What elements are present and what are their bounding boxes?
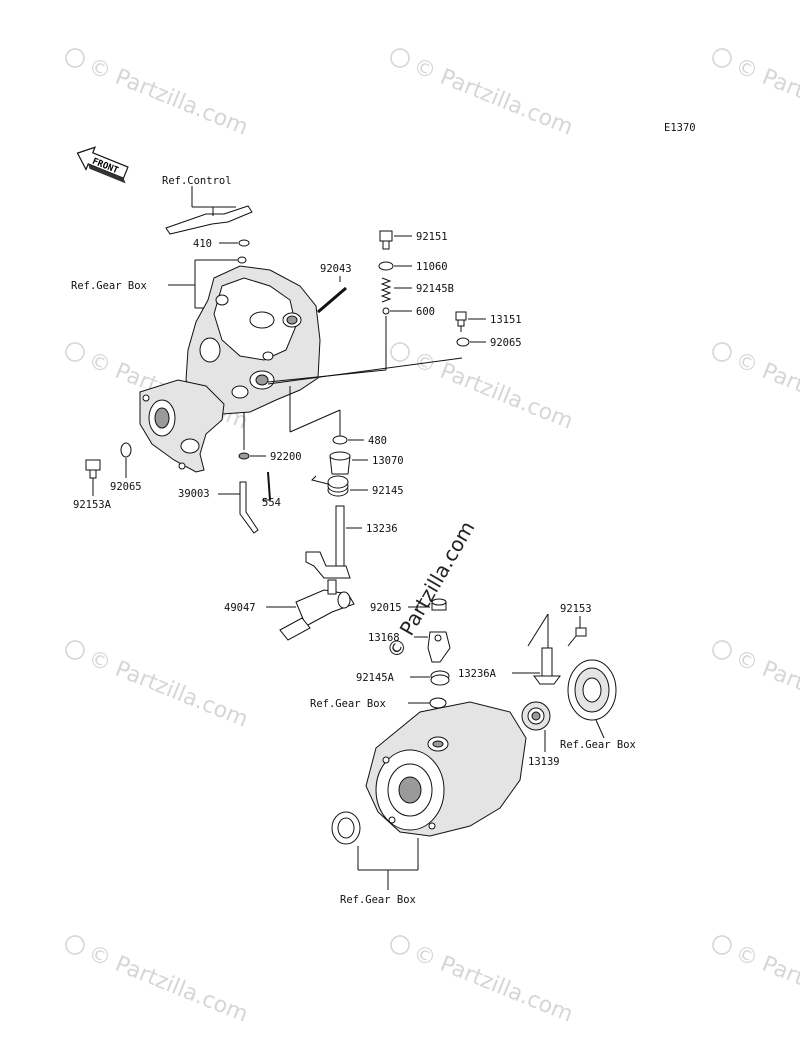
gear-case-upper [185,265,321,415]
label-92015: 92015 [370,602,402,614]
circlip-480 [332,435,348,445]
label-13236A: 13236A [458,668,497,680]
label-13070: 13070 [372,455,404,467]
label-13151: 13151 [490,314,522,326]
front-arrow-icon: FRONT [76,146,129,184]
label-13168: 13168 [368,632,400,644]
bearing-right [567,659,617,721]
switch-13151 [455,311,467,332]
svg-text:© Partzilla.com: © Partzilla.com [410,54,577,141]
watermark: © Partzilla.com [390,935,577,1028]
washer-92065-right [456,337,470,347]
gear-case-bottom [365,701,527,837]
gear-13139 [521,701,551,731]
watermark: © Partzilla.com [712,935,800,1028]
spring-92145A [430,670,450,686]
bolt-92153A [85,459,101,479]
label-49047: 49047 [224,602,256,614]
bolt-92153 [567,627,587,647]
label-ref-gear-box-mid: Ref.Gear Box [310,698,386,710]
label-13236: 13236 [366,523,398,535]
svg-text:© Partzilla.com: © Partzilla.com [410,348,577,435]
svg-text:© Partzilla.com: © Partzilla.com [85,646,252,733]
gear-case-lower [139,379,225,473]
svg-text:© Partzilla.com: © Partzilla.com [85,941,252,1028]
watermarks: © Partzilla.com © Partzilla.com © Partzi… [65,48,800,1028]
label-600: 600 [416,306,435,318]
watermark: © Partzilla.com [712,48,800,141]
ball-600 [382,307,390,315]
svg-text:© Partzilla.com: © Partzilla.com [732,941,800,1028]
label-92065-right: 92065 [490,337,522,349]
watermark: © Partzilla.com [712,342,800,435]
label-92151: 92151 [416,231,448,243]
label-11060: 11060 [416,261,448,273]
svg-text:© Partzilla.com: © Partzilla.com [85,54,252,141]
washer-92200 [238,452,250,460]
shaft-13236A [533,647,561,685]
label-554: 554 [262,497,281,509]
pin-92043 [317,286,347,314]
lever-13168 [427,631,451,663]
label-39003: 39003 [178,488,210,500]
label-ref-gear-box-right: Ref.Gear Box [560,739,636,751]
pin-554 [267,471,271,501]
watermark: © Partzilla.com [65,640,252,733]
label-13139: 13139 [528,756,560,768]
label-92200: 92200 [270,451,302,463]
label-ref-control: Ref.Control [162,175,232,187]
label-92145A: 92145A [356,672,395,684]
spring-92145B [380,277,392,303]
label-410: 410 [193,238,212,250]
gasket-11060 [378,261,394,271]
washer-410 [238,239,250,247]
svg-text:© Partzilla.com: © Partzilla.com [410,941,577,1028]
watermark: © Partzilla.com [65,935,252,1028]
diagram-code: E1370 [664,122,696,134]
label-ref-gear-box-left: Ref.Gear Box [71,280,147,292]
label-92145B: 92145B [416,283,454,295]
svg-text:© Partzilla.com: © Partzilla.com [732,348,800,435]
label-480: 480 [368,435,387,447]
svg-text:© Partzilla.com: © Partzilla.com [732,646,800,733]
watermark: © Partzilla.com [390,342,577,435]
shaft-13236 [305,505,351,579]
label-92153: 92153 [560,603,592,615]
label-92043: 92043 [320,263,352,275]
collar-13070 [329,451,351,475]
label-92145: 92145 [372,485,404,497]
control-bracket [165,186,253,235]
svg-text:© Partzilla.com: © Partzilla.com [732,54,800,141]
spring-92145 [311,475,349,497]
label-ref-gear-box-bottom: Ref.Gear Box [340,894,416,906]
nut-92015 [431,598,447,611]
label-92065-left: 92065 [110,481,142,493]
seal-bottom [331,811,361,845]
label-92153A: 92153A [73,499,112,511]
watermark: © Partzilla.com [65,48,252,141]
watermark: © Partzilla.com [390,48,577,141]
lever-39003 [239,481,259,534]
watermark: © Partzilla.com [712,640,800,733]
plug-92151 [379,230,393,250]
washer-92065-left [120,442,132,458]
fork-49047 [279,579,355,641]
